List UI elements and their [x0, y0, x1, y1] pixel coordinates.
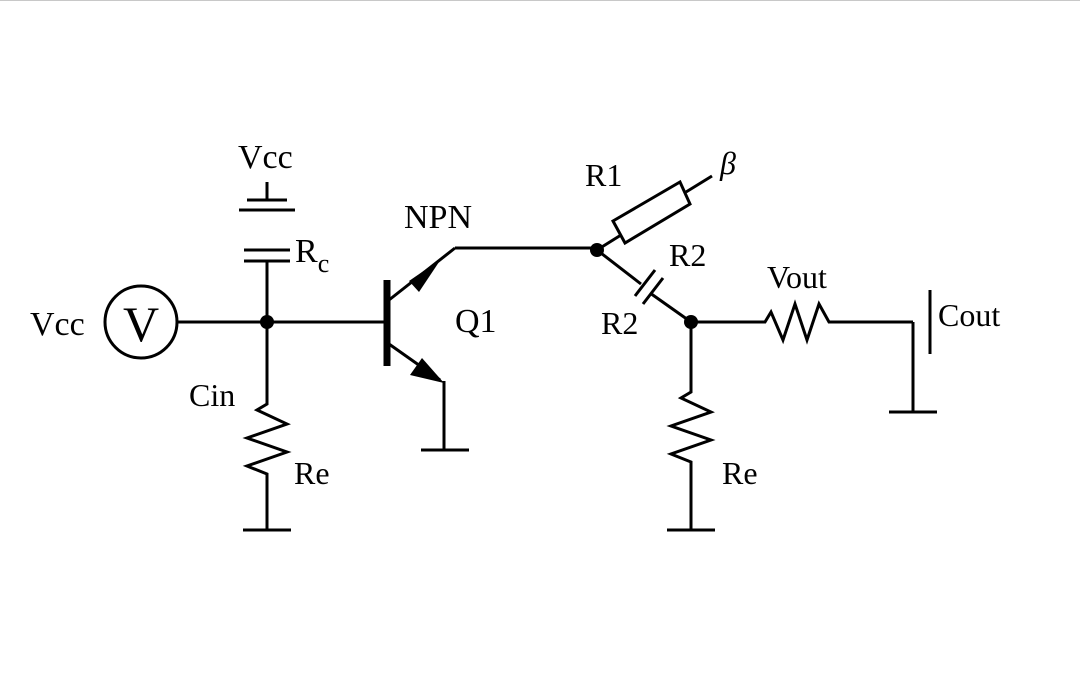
r1-resistor [596, 174, 713, 252]
voltage-source [103, 284, 267, 360]
q1-label: Q1 [455, 303, 497, 340]
rc-label: Rc [295, 233, 329, 278]
vcc-supply-symbol [239, 182, 295, 212]
rc-label-subscript: c [318, 249, 330, 278]
right-re-resistor [666, 322, 716, 532]
cout-label: Cout [938, 297, 1000, 333]
cout-capacitor [889, 290, 937, 414]
r2-lower-label: R2 [601, 305, 638, 341]
beta-label: β [719, 145, 736, 181]
r2-capacitor [596, 248, 692, 324]
re-right-label: Re [722, 455, 758, 491]
vout-label: Vout [767, 259, 827, 295]
vout-resistor [691, 299, 913, 345]
top-border-line [0, 0, 1080, 1]
cin-label: Cin [189, 377, 235, 413]
r2-upper-label: R2 [669, 237, 706, 273]
source-symbol-label: V [123, 296, 159, 352]
npn-transistor-q1 [383, 246, 469, 452]
re-left-label: Re [294, 455, 330, 491]
rc-component [244, 248, 290, 322]
vcc-source-label: Vcc [30, 306, 85, 343]
r1-label: R1 [585, 157, 622, 193]
vcc-supply-label: Vcc [238, 139, 293, 176]
left-re-resistor [242, 322, 292, 532]
npn-label: NPN [404, 199, 472, 236]
